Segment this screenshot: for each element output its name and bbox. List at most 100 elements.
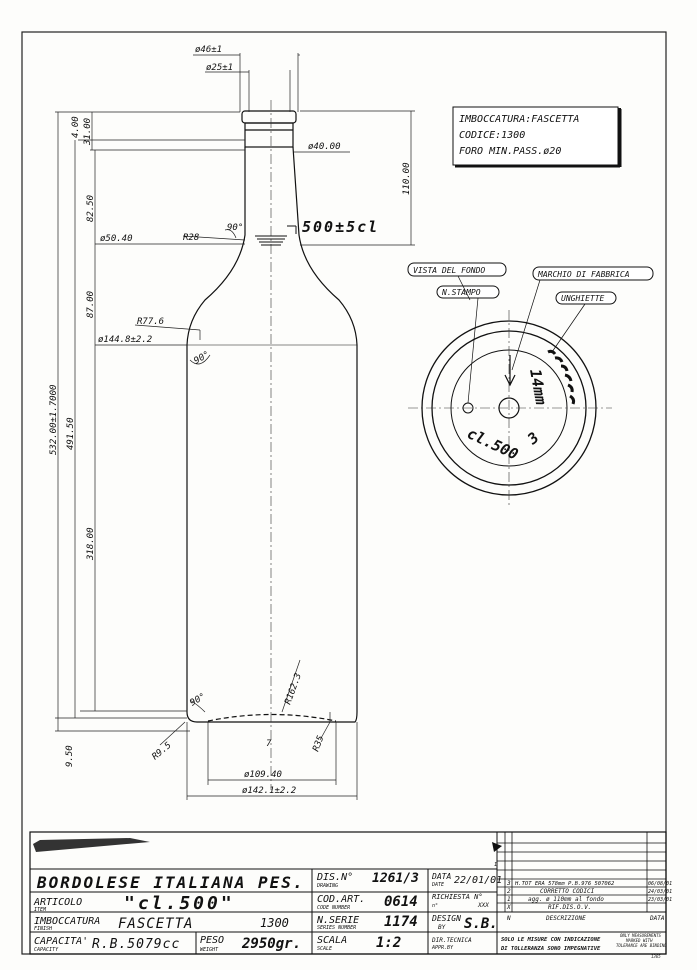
capacita-value: R.B.5079cc xyxy=(92,937,180,952)
finish-note-line1: IMBOCCATURA:FASCETTA xyxy=(459,114,579,125)
rev-n: N xyxy=(506,915,511,922)
rev-1: 1 xyxy=(507,896,511,903)
note-2: DI TOLLERANZA SONO IMPEGNATIVE xyxy=(500,946,601,952)
serie-value: 1174 xyxy=(384,914,418,930)
dir-sub: APPR.BY xyxy=(431,945,454,951)
dim-h110: 110.00 xyxy=(402,162,412,195)
richiesta-label: RICHIESTA N° xyxy=(432,893,483,901)
dim-shoulder: ø50.40 xyxy=(100,234,133,244)
dimension-lines xyxy=(55,53,415,800)
capacita-sub: CAPACITY xyxy=(34,947,59,953)
rev-2: 2 xyxy=(507,888,511,895)
dim-angle-1: 90° xyxy=(227,223,243,233)
label-marchio: MARCHIO DI FABBRICA xyxy=(537,270,630,279)
note-1: SOLO LE MISURE CON INDICAZIONE xyxy=(501,937,601,943)
note-en-1: ONLY MEASUREMENTS xyxy=(620,933,662,938)
dim-neck-outer: ø46±1 xyxy=(195,45,222,55)
label-n-stampo: N.STAMPO xyxy=(441,288,481,297)
imboccatura-code: 1300 xyxy=(260,916,289,930)
section-arrow xyxy=(492,842,502,852)
dim-r162: R162.3 xyxy=(283,672,304,706)
dim-neck-inner: ø25±1 xyxy=(206,63,233,73)
note-en-3: TOLERANCE ARE BINDING xyxy=(616,943,667,948)
capacity-mark-lines xyxy=(255,225,297,246)
imboccatura-value: FASCETTA xyxy=(118,916,193,932)
rev-1-desc: agg. ø 110mm al fondo xyxy=(528,896,604,903)
note-en-2: MARKED WITH xyxy=(625,938,653,943)
title-block xyxy=(29,831,667,955)
corner-code: 1365 xyxy=(651,954,661,959)
dim-h532: 532.00±1.7000 xyxy=(49,385,59,455)
scan-smudge xyxy=(33,838,150,852)
dim-h318: 318.00 xyxy=(86,527,96,561)
capacity-mark: 500±5cl xyxy=(302,218,379,236)
richiesta-value: XXX xyxy=(477,902,489,909)
bottle-profile xyxy=(186,110,358,723)
rev-3: 3 xyxy=(506,880,511,887)
design-value: S.B. xyxy=(464,916,498,932)
scala-value: 1:2 xyxy=(376,935,401,951)
data-sub: DATE xyxy=(431,882,444,888)
dim-r9: R9.5 xyxy=(151,741,174,763)
rev-n-date: DATA xyxy=(649,915,665,922)
articolo-sub: ITEM xyxy=(34,907,47,913)
dim-ring: ø40.00 xyxy=(308,142,341,152)
cod-sub: CODE NUMBER xyxy=(317,905,350,911)
imboccatura-sub: FINISH xyxy=(34,926,53,932)
peso-label: PESO xyxy=(200,935,224,946)
articolo-value: "cl.500" xyxy=(124,893,235,914)
dis-label: DIS.N° xyxy=(316,872,353,883)
dim-body: ø144.8±2.2 xyxy=(98,335,152,345)
cod-label: COD.ART. xyxy=(317,894,365,905)
rev-2-desc: CORRETTO CODICI xyxy=(540,888,595,895)
data-label: DATA xyxy=(431,872,451,881)
drawing-frame xyxy=(21,31,667,955)
dis-value: 1261/3 xyxy=(372,871,419,886)
dim-h9: 9.50 xyxy=(65,745,75,767)
data-value: 22/01/01 xyxy=(454,875,502,886)
design-label: DESIGN xyxy=(431,914,461,923)
rev-3-date: 06/08/01 xyxy=(648,881,672,887)
cod-value: 0614 xyxy=(384,894,418,910)
serie-label: N.SERIE xyxy=(316,915,359,926)
capacita-label: CAPACITA' xyxy=(34,936,88,947)
design-sub: BY xyxy=(438,924,446,931)
dim-angle-2: 90° xyxy=(193,350,212,367)
dim-h82: 82.50 xyxy=(86,195,96,222)
label-vista-del-fondo: VISTA DEL FONDO xyxy=(413,266,485,275)
dim-h87: 87.00 xyxy=(86,291,96,318)
dim-r77: R77.6 xyxy=(137,317,164,327)
small-1: 1 xyxy=(494,862,497,868)
label-unghiette: UNGHIETTE xyxy=(561,294,605,303)
richiesta-sub: n° xyxy=(432,903,438,909)
bottom-text-3: 3 xyxy=(523,428,542,448)
title-name: BORDOLESE ITALIANA PES. xyxy=(36,873,305,892)
bottom-text-cl: cl.500 xyxy=(464,424,521,463)
dim-r35: R35 xyxy=(311,734,326,753)
finish-note-line2: CODICE:1300 xyxy=(459,130,525,141)
articolo-label: ARTICOLO xyxy=(33,897,82,908)
rev-x: X xyxy=(506,904,511,911)
dim-base-outer: ø142.1±2.2 xyxy=(242,786,296,796)
bottom-view: VISTA DEL FONDO MARCHIO DI FABBRICA N.ST… xyxy=(407,262,654,505)
dim-h4-label: 4.00 xyxy=(71,116,81,138)
dim-7: 7 xyxy=(266,739,272,749)
dis-sub: DRAWING xyxy=(316,883,338,889)
scala-label: SCALA xyxy=(317,935,347,946)
rev-n-desc: DESCRIZIONE xyxy=(545,915,586,922)
peso-value: 2950gr. xyxy=(241,936,301,952)
dim-h491: 491.50 xyxy=(66,417,76,450)
dim-base-inner: ø109.40 xyxy=(244,770,282,780)
dir-label: DIR.TECNICA xyxy=(431,937,472,944)
bottom-text-mm: 14mm xyxy=(526,368,550,407)
peso-sub: WEIGHT xyxy=(200,947,219,953)
imboccatura-label: IMBOCCATURA xyxy=(34,916,100,927)
dim-r28: R28 xyxy=(183,233,199,243)
dim-h31: 31.00 xyxy=(83,118,93,146)
rev-3-desc: H.TOT ERA 578mm P.B.976 507062 xyxy=(514,881,615,887)
rev-x-desc: RIF.DIS.O.V. xyxy=(548,904,591,911)
scala-sub: SCALE xyxy=(317,946,332,952)
finish-note-box: IMBOCCATURA:FASCETTA CODICE:1300 FORO MI… xyxy=(452,106,622,168)
